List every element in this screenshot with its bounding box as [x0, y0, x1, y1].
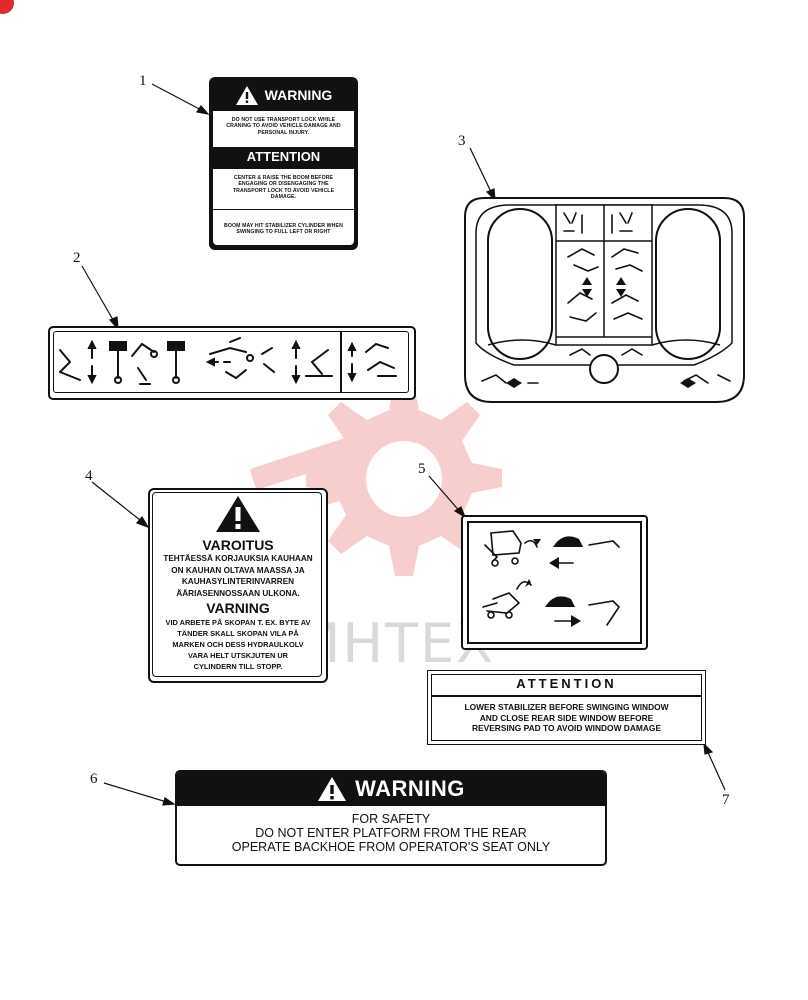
decal-6-line: DO NOT ENTER PLATFORM FROM THE REAR: [255, 826, 527, 840]
decal-4-body-fi-line: ÄÄRIASENNOSSAAN ULKONA.: [176, 588, 300, 598]
decal-3-control-panel: [464, 197, 745, 403]
decal-4-body-sv-line: VID ARBETE PÅ SKOPAN T. EX. BYTE AV: [165, 618, 311, 627]
decal-6-line: FOR SAFETY: [351, 812, 431, 826]
decal-4-title-sv: VARNING: [206, 600, 270, 616]
decal-4-inner-border: [152, 492, 322, 677]
leader-2: [81, 265, 117, 326]
decal-1-attention-bar: [209, 147, 358, 169]
callout-3: 3: [458, 133, 466, 149]
decal-7-inner-border: [431, 674, 702, 741]
decal-6-header: WARNING: [177, 772, 605, 806]
decal-4-body-fi: TEHTÄESSÄ KORJAUKSIA KAUHAAN ON KAUHAN O…: [154, 553, 322, 599]
decal-4-body-sv: VID ARBETE PÅ SKOPAN T. EX. BYTE AV TÄND…: [152, 617, 324, 672]
decal-4-body-sv-line: TÄNDER SKALL SKOPAN VILA PÅ: [177, 629, 299, 638]
decal-7: ATTENTION LOWER STABILIZER BEFORE SWINGI…: [427, 670, 706, 745]
decal-6: WARNING FOR SAFETY DO NOT ENTER PLATFORM…: [175, 770, 607, 866]
warning-triangle-icon: [216, 496, 260, 532]
decal-7-title: ATTENTION: [516, 676, 617, 691]
decal-7-line: AND CLOSE REAR SIDE WINDOW BEFORE: [479, 712, 654, 723]
decal-4: VAROITUS TEHTÄESSÄ KORJAUKSIA KAUHAAN ON…: [148, 488, 328, 683]
callout-7: 7: [722, 792, 730, 808]
callout-2: 2: [73, 250, 81, 266]
decal-5: [461, 515, 648, 650]
decal-7-line: LOWER STABILIZER BEFORE SWINGING WINDOW: [464, 702, 669, 712]
decal-4-body-fi-line: ON KAUHAN OLTAVA MAASSA JA: [171, 565, 305, 575]
callout-6: 6: [90, 771, 98, 787]
watermark-text: ИНТЕХ: [300, 612, 496, 675]
leader-6: [103, 782, 171, 804]
leader-7: [705, 747, 726, 791]
decal-7-line: REVERSING PAD TO AVOID WINDOW DAMAGE: [471, 723, 662, 733]
decal-7-body: LOWER STABILIZER BEFORE SWINGING WINDOW …: [428, 702, 705, 734]
warning-triangle-icon: [318, 777, 347, 801]
leader-4-arrow: [135, 515, 150, 529]
decal-2-control-pictograms: [59, 337, 397, 385]
decal-2-inner-border: [53, 331, 409, 393]
decal-1-warning-header: WARNING: [209, 81, 358, 109]
leader-5: [428, 475, 463, 515]
decal-6-line: OPERATE BACKHOE FROM OPERATOR'S SEAT ONL…: [231, 840, 551, 854]
decal-1-attention-title: ATTENTION: [246, 149, 321, 164]
leader-5-arrow: [453, 506, 467, 519]
corner-logo-mark: [0, 0, 14, 14]
decal-5-window-pictograms: [482, 530, 621, 627]
decal-6-title: WARNING: [355, 776, 465, 801]
decal-4-body-fi-line: KAUHASYLINTERINVARREN: [181, 577, 295, 586]
decal-1-attention-body: CENTER & RAISE THE BOOM BEFORE ENGAGING …: [232, 175, 335, 201]
decal-2: [48, 326, 416, 400]
decal-7-title-rule: [431, 695, 701, 697]
leader-3: [469, 147, 494, 197]
callout-5: 5: [418, 461, 426, 477]
leader-7-arrow: [703, 742, 714, 755]
decal-1-footer-panel: [213, 213, 354, 245]
decal-1-attention-panel: [213, 169, 354, 210]
warning-triangle-icon: [235, 85, 258, 105]
leader-6-arrow: [162, 797, 176, 806]
callout-4: 4: [85, 468, 93, 484]
decal-1: WARNING ATTENTION DO NOT USE TRANSPORT L…: [209, 77, 358, 250]
decal-4-title-fi: VAROITUS: [202, 537, 274, 553]
decal-5-inner-border: [467, 521, 642, 644]
decal-6-body: FOR SAFETY DO NOT ENTER PLATFORM FROM TH…: [177, 812, 605, 854]
decal-4-body-sv-line: VARA HELT UTSKJUTEN UR: [187, 651, 289, 660]
decal-4-body-fi-line: TEHTÄESSÄ KORJAUKSIA KAUHAAN: [163, 554, 313, 563]
leader-1-arrow: [195, 105, 210, 115]
decal-4-body-sv-line: CYLINDERN TILL STOPP.: [193, 662, 283, 671]
decal-1-warning-title: WARNING: [264, 87, 333, 103]
decal-4-body-sv-line: MARKEN OCH DESS HYDRAULKOLV: [172, 640, 304, 649]
leader-4: [91, 481, 146, 525]
callout-1: 1: [139, 73, 147, 89]
decal-1-footer-body: BOOM MAY HIT STABILIZER CYLINDER WHEN SW…: [224, 223, 343, 236]
decal-1-warning-text: DO NOT USE TRANSPORT LOCK WHILE CRANING …: [225, 117, 342, 137]
decal-2-divider: [340, 331, 342, 393]
leader-1: [151, 83, 206, 113]
